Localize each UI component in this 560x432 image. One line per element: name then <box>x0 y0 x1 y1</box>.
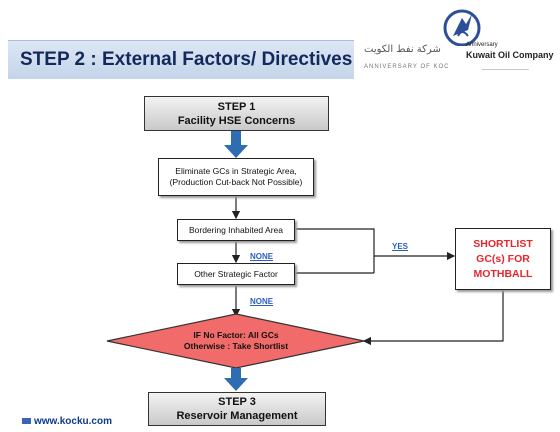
logo-tagline: ANNIVERSARY OF KOC <box>364 64 450 70</box>
logo-anniversary: Anniversary <box>466 42 498 48</box>
other-strategic-box: Other Strategic Factor <box>177 263 295 285</box>
step3-title: STEP 3 <box>218 396 256 408</box>
koc-emblem-icon <box>443 9 481 47</box>
bordering-label: Bordering Inhabited Area <box>188 224 284 235</box>
blue-arrow-down-1 <box>224 131 248 158</box>
footer-square-icon <box>22 418 31 425</box>
shortlist-line3: MOTHBALL <box>473 267 533 280</box>
eliminate-line1: Eliminate GCs in Strategic Area, <box>175 166 297 176</box>
other-strategic-label: Other Strategic Factor <box>194 268 278 279</box>
step3-box: STEP 3 Reservoir Management <box>148 392 326 426</box>
step1-subtitle: Facility HSE Concerns <box>177 114 296 127</box>
blue-arrow-down-2 <box>224 368 248 391</box>
step3-subtitle: Reservoir Management <box>176 410 298 422</box>
none-label-1: NONE <box>250 252 274 261</box>
logo-english-name: Kuwait Oil Company <box>466 50 554 60</box>
title-band: STEP 2 : External Factors/ Directives <box>8 40 354 79</box>
connector-shortlist-decision <box>362 290 504 346</box>
none-label-2: NONE <box>250 297 274 306</box>
connector-bordering-shortlist <box>295 228 456 261</box>
shortlist-line1: SHORTLIST <box>473 237 533 250</box>
eliminate-line2: (Production Cut-back Not Possible) <box>169 177 303 187</box>
page-title: STEP 2 : External Factors/ Directives <box>20 49 353 70</box>
shortlist-box: SHORTLIST GC(s) FOR MOTHBALL <box>455 228 551 290</box>
decision-text: IF No Factor: All GCs Otherwise : Take S… <box>150 324 322 358</box>
logo-arabic-name: شركة نفط الكويت <box>364 44 441 55</box>
company-logo: شركة نفط الكويت Anniversary Kuwait Oil C… <box>362 6 556 80</box>
yes-label: YES <box>392 242 409 251</box>
step1-box: STEP 1 Facility HSE Concerns <box>144 96 329 131</box>
eliminate-gcs-box: Eliminate GCs in Strategic Area, (Produc… <box>158 158 314 196</box>
logo-underline: ______________ <box>482 64 529 70</box>
step1-title: STEP 1 <box>217 100 256 113</box>
bordering-area-box: Bordering Inhabited Area <box>177 219 295 241</box>
footer-url-text[interactable]: www.kocku.com <box>34 416 112 427</box>
shortlist-line2: GC(s) FOR <box>476 252 530 265</box>
footer-url[interactable]: www.kocku.com <box>22 416 112 427</box>
decision-line1: IF No Factor: All GCs <box>193 330 279 340</box>
decision-line2: Otherwise : Take Shortlist <box>183 341 289 351</box>
